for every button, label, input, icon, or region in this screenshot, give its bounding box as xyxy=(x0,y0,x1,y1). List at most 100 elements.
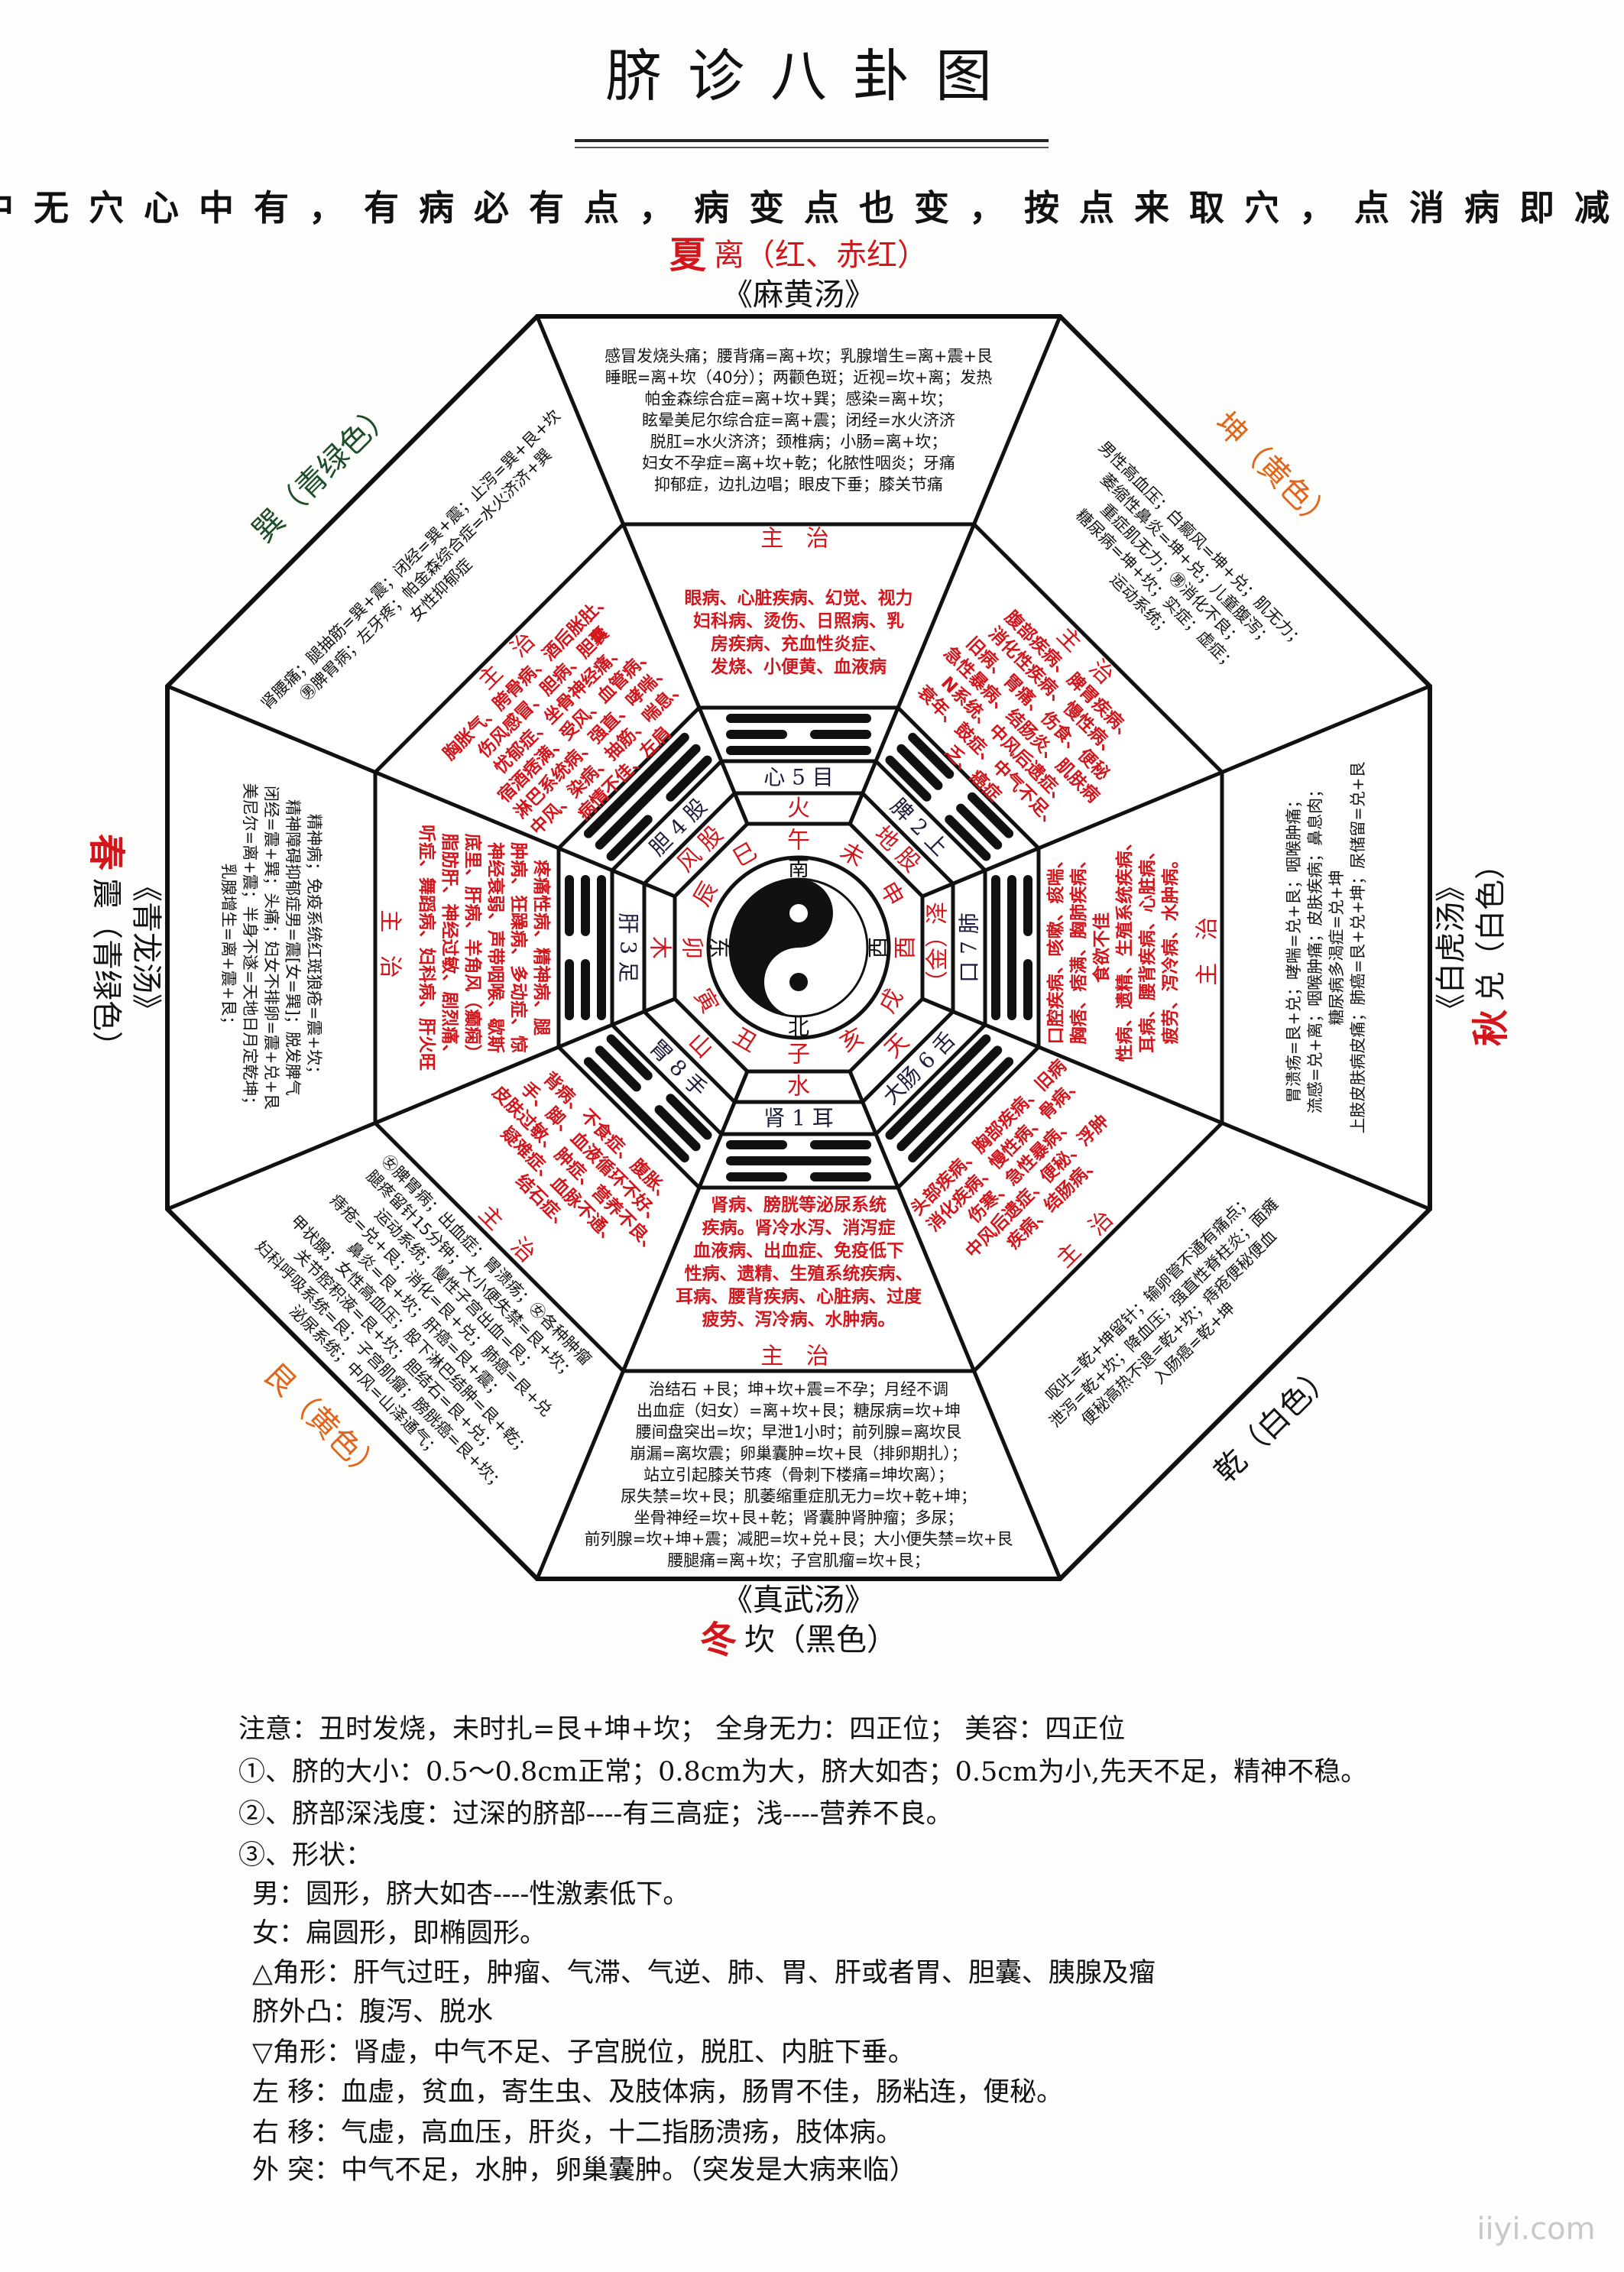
indication-combos-line: 脱肛=水火济济；颈椎病；小肠=离+坎； xyxy=(650,433,948,451)
yin-line xyxy=(1023,959,1032,1020)
season-label: 冬 xyxy=(700,1619,737,1661)
yin-dot xyxy=(789,973,808,991)
indication-combos-line: 流感=兑+离；咽喉肿痛；皮肤疾病；鼻息肉； xyxy=(1306,782,1324,1113)
formula-label: 《白虎汤》 xyxy=(1434,871,1469,1024)
yin-line xyxy=(885,755,932,802)
compass-south: 南 xyxy=(788,856,809,881)
yin-line xyxy=(606,815,653,861)
indication-combos-line: 糖尿病多渴症=兑+坤 xyxy=(1327,870,1346,1025)
indication-combos-line: 眩晕美尼尔综合症=离+震；闭经=水火济济 xyxy=(642,411,955,429)
note-line: ②、脐部深浅度：过深的脐部----有三高症；浅----营养不良。 xyxy=(238,1799,953,1830)
motto: 手中无穴心中有，有病必有点，病变点也变，按点来取穴，点消病即减。 xyxy=(0,187,1624,228)
season-label: 秋 xyxy=(1470,1010,1512,1046)
main-indications-line: 神经衰弱、声带咽喉、歇斯 xyxy=(485,842,506,1053)
indication-combos-line: 闭经=震+巽；头痛；妇女不排卵=震+兑+艮 xyxy=(262,786,280,1110)
sector-divider xyxy=(167,684,676,899)
main-indications-line: 血液病、出血症、免疫低下 xyxy=(693,1240,904,1261)
yin-line xyxy=(565,959,574,1020)
note-line: 女：扁圆形，即椭圆形。 xyxy=(252,1918,546,1949)
element-label: 木 xyxy=(647,936,673,959)
main-indications-line: 底里、肝病、羊角风（癫痫） xyxy=(462,834,483,1062)
element-label: 火 xyxy=(787,796,810,822)
season-label: 春 xyxy=(85,834,128,870)
indication-combos-line: 治结石 +艮；坤+坎+震=不孕；月经不调 xyxy=(649,1380,948,1399)
season-trigram-label: 秋兑（白色） xyxy=(1470,849,1512,1046)
note-line: ▽角形：肾虚，中气不足、子宫脱位，脱肛、内脏下垂。 xyxy=(252,2037,915,2068)
bagua-octagon: 南西北东午未申酉戌亥子丑寅卯辰巳心 5 目火感冒发烧头痛；腰背痛=离+坎；乳腺增… xyxy=(85,234,1512,1661)
indication-combos-line: 腰间盘突出=坎；早泄1小时；前列腺=离坎艮 xyxy=(636,1423,962,1441)
yin-line xyxy=(565,875,574,936)
indication-combos-line: 精神病；免疫系统红斑狼疮=震+坎； xyxy=(305,814,323,1081)
yang-line xyxy=(597,875,606,1020)
organ-label: 肝 3 足 xyxy=(616,912,641,983)
main-indications-line: 疼痛性病、精神病、腿 xyxy=(531,860,552,1036)
trigram-color-label: 震（青绿色） xyxy=(89,878,124,1061)
main-indications: 口腔疾病、咳嗽、痰喘、胸痞、痞满、胸肺疾病、食欲不佳性病、遗精、生殖系统疾病、耳… xyxy=(1045,834,1181,1062)
inner-circle xyxy=(706,855,891,1040)
yang-line xyxy=(885,1034,991,1140)
trigram-label-震: 《青龙汤》春震（青绿色） xyxy=(85,834,164,1061)
main-indications-line: 肾病、膀胱等泌尿系统 xyxy=(711,1194,887,1215)
yin-line xyxy=(810,1140,871,1149)
watermark: iiyi.com xyxy=(1477,2212,1595,2247)
main-indications: 肾病、膀胱等泌尿系统疾病。肾冷水泻、消泻症血液病、出血症、免疫低下性病、遗精、生… xyxy=(676,1194,922,1330)
note-line: 男：圆形，脐大如杏----性激素低下。 xyxy=(252,1879,689,1910)
main-indications-line: 胸痞、痞满、胸肺疾病、 xyxy=(1068,851,1089,1045)
note-line: ③、形状： xyxy=(238,1840,372,1871)
yang-line xyxy=(726,746,871,755)
yin-line xyxy=(908,732,955,779)
yin-line xyxy=(666,1094,712,1140)
indication-combos-line: 妇女不孕症=离+坎+乾；化脓性咽炎；牙痛 xyxy=(642,454,955,472)
earthly-branch: 子 xyxy=(787,1042,810,1068)
trigram-color-label: 坎（黑色） xyxy=(744,1622,897,1658)
formula-label: 《青龙汤》 xyxy=(128,871,164,1024)
sector-divider xyxy=(848,1071,1062,1580)
indication-combos-line: 乳腺增生=离+震+艮； xyxy=(219,864,238,1032)
notes-section: 注意：丑时发烧，未时扎=艮+坤+坎； 全身无力：四正位； 美容：四正位①、脐的大… xyxy=(238,1714,1367,2186)
main-indications-line: 耳病、腰背疾病、心脏病、 xyxy=(1137,842,1158,1053)
yin-line xyxy=(726,1140,787,1149)
element-label: 水 xyxy=(787,1074,810,1100)
indication-combos-line: 坐骨神经=坎+艮+乾；肾囊肿肾肿瘤；多尿； xyxy=(634,1509,964,1527)
formula-label: 《麻黄汤》 xyxy=(722,277,875,313)
sector-divider xyxy=(167,997,676,1211)
indication-combos-line: 胃溃疡=艮+兑；哮喘=兑+艮；咽喉肿痛； xyxy=(1285,792,1303,1103)
organ-label: 肾 1 耳 xyxy=(763,1106,834,1131)
indication-combos-line: 前列腺=坎+坤+震；减肥=坎+兑+艮；大小便失禁=坎+艮 xyxy=(585,1530,1013,1548)
main-indications-line: 性病、遗精、生殖系统疾病、 xyxy=(685,1263,913,1284)
trigram-label-兑: 《白虎汤》秋兑（白色） xyxy=(1434,849,1512,1046)
yin-line xyxy=(581,959,590,1020)
yang-line xyxy=(1007,875,1016,1020)
season-label: 夏 xyxy=(669,234,707,277)
season-trigram-label: 冬坎（黑色） xyxy=(700,1619,897,1661)
yin-line xyxy=(726,730,787,739)
note-line: 左 移：血虚，贫血，寄生虫、及肢体病，肠胃不佳，肠粘连，便秘。 xyxy=(252,2077,1063,2108)
trigram-坤-icon xyxy=(885,732,1014,861)
note-line: 脐外凸：腹泻、脱水 xyxy=(252,1997,493,2027)
main-indications-line: 耳病、腰背疾病、心脏病、过度 xyxy=(676,1286,922,1307)
indication-combos-line: 上肢皮肤病皮痛；肺癌=艮+兑+坤；尿储留=兑+艮 xyxy=(1349,762,1367,1134)
yin-line xyxy=(666,755,712,802)
indication-combos-line: 精神障碍抑郁症男=震[女=巽]；脱发脾气 xyxy=(284,799,302,1096)
yin-line xyxy=(595,1045,641,1092)
sector-divider xyxy=(848,316,1062,825)
trigram-label-离: 夏离（红、赤红）《麻黄汤》 xyxy=(669,234,928,313)
trigram-label-坎: 《真武汤》冬坎（黑色） xyxy=(700,1583,897,1661)
yin-line xyxy=(810,1172,871,1181)
indication-combos-line: 出血症（妇女）=离+坎+艮；糖尿病=坎+坤 xyxy=(637,1402,961,1420)
yang-line xyxy=(583,732,689,838)
yang-line xyxy=(595,744,701,850)
yin-line xyxy=(581,875,590,936)
note-line: ①、脐的大小：0.5～0.8cm正常；0.8cm为大，脐大如杏；0.5cm为小,… xyxy=(238,1757,1367,1787)
yin-line xyxy=(726,1172,787,1181)
element-label: （金）泽 xyxy=(925,902,951,993)
main-indications-line: 疾病。肾冷水泻、消泻症 xyxy=(702,1217,896,1238)
trigram-震-icon xyxy=(565,875,606,1020)
main-indications-line: 食欲不佳 xyxy=(1091,912,1112,983)
indication-combos-line: 感冒发烧头痛；腰背痛=离+坎；乳腺增生=离+震+艮 xyxy=(605,347,993,365)
yin-line xyxy=(896,744,943,790)
main-treatment-heading: 主 治 xyxy=(377,909,404,986)
yin-line xyxy=(945,815,991,861)
indication-combos-line: 美尼尔=离+震；半身不遂=天地日月定乾坤； xyxy=(241,783,259,1113)
